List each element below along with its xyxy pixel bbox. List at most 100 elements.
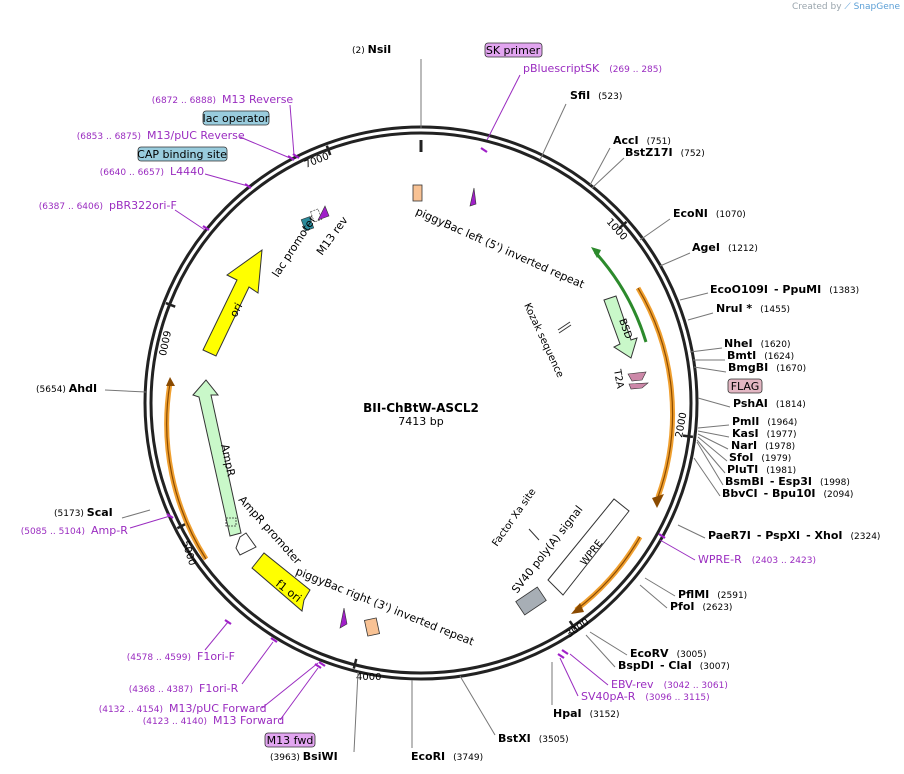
cut-site-label[interactable]: PshAI(1814): [733, 397, 806, 410]
ampr-promoter-arrow[interactable]: [235, 532, 257, 556]
brand-name: SnapGene: [853, 2, 900, 12]
cut-site-label[interactable]: AccI(751): [613, 134, 671, 147]
primer-label[interactable]: M13 Reverse: [222, 93, 293, 106]
primer-label[interactable]: pBluescriptSK(269 .. 285): [523, 62, 662, 75]
f1-ori-arrow[interactable]: [251, 552, 311, 612]
primer-label[interactable]: WPRE-R(2403 .. 2423): [698, 553, 816, 566]
tick-mark: [352, 658, 358, 669]
flag-tag[interactable]: [727, 378, 763, 394]
cut-site-label[interactable]: SfoI(1979): [729, 451, 791, 464]
primer-label[interactable]: M13/pUC Forward: [169, 702, 267, 715]
primer-mark: [561, 649, 569, 655]
tick-label: 1000: [604, 217, 629, 243]
lac-operator-tag[interactable]: [202, 110, 270, 126]
ampr-arrow[interactable]: [192, 379, 242, 537]
orange-arc-right-line: [637, 287, 674, 498]
orange-arc-right-head: [652, 494, 664, 508]
t2a-mark2: [628, 382, 649, 390]
primer-range: (4123 .. 4140): [143, 717, 207, 727]
cut-site-label[interactable]: HpaI(3152): [553, 707, 620, 720]
cut-site-line: [687, 312, 714, 321]
cut-site-label[interactable]: BspDI- ClaI(3007): [618, 659, 730, 672]
primer-range: (6387 .. 6406): [39, 202, 103, 212]
cut-site-label[interactable]: (5654) AhdI: [36, 382, 97, 395]
tick-label: 4000: [356, 672, 381, 683]
cut-site-label[interactable]: NruI *(1455): [716, 302, 790, 315]
cut-site-label[interactable]: EcoRI(3749): [411, 750, 483, 763]
cut-site-label[interactable]: BmtI(1624): [727, 349, 794, 362]
lac-promoter-box: [300, 216, 315, 232]
cut-site-label[interactable]: (5173) ScaI: [54, 506, 113, 519]
cut-site-label[interactable]: PaeR7I- PspXI- XhoI(2324): [708, 529, 880, 542]
m13-fwd-text: M13 fwd: [267, 734, 314, 747]
cut-site-line: [679, 292, 709, 301]
factor-xa-mark: [528, 528, 540, 541]
boxed-labels: SK primer lac operator CAP binding site …: [137, 42, 763, 748]
primer-label[interactable]: L4440: [170, 165, 204, 178]
primer-label[interactable]: Amp-R: [91, 524, 128, 537]
cut-site-line: [639, 584, 668, 609]
ampr-promoter-label: AmpR promoter: [236, 493, 304, 567]
cut-site-label[interactable]: (3963) BsiWI: [270, 750, 338, 763]
cut-site-label[interactable]: PflMI(2591): [678, 588, 747, 601]
primer-line: [204, 173, 249, 187]
piggybac-left-mark: [469, 187, 477, 207]
piggybac-left-label: piggyBac left (5') inverted repeat: [414, 205, 587, 292]
primer-label[interactable]: M13 Forward: [213, 714, 284, 727]
orange-arc-low-line: [575, 536, 641, 611]
cut-site-label[interactable]: KasI(1977): [732, 427, 797, 440]
primer-label[interactable]: F1ori-R: [199, 682, 239, 695]
primer-label[interactable]: M13/pUC Reverse: [147, 129, 245, 142]
primer-mark: [318, 661, 326, 667]
cut-site-label[interactable]: NheI(1620): [724, 337, 791, 350]
ori-arrow[interactable]: [202, 248, 263, 357]
cut-site-line: [696, 439, 726, 474]
piggybac-right-label: piggyBac right (3') inverted repeat: [294, 565, 477, 649]
primer-label[interactable]: pBR322ori-F: [109, 199, 177, 212]
cut-site-label[interactable]: (2) NsiI: [352, 43, 391, 56]
sk-primer-box[interactable]: [484, 42, 543, 58]
tick-mark: [618, 220, 628, 230]
tick-mark: [325, 145, 332, 156]
orange-arc-left: [164, 382, 209, 561]
primer-mark: [166, 513, 174, 519]
cut-site-label[interactable]: EcoNI(1070): [673, 207, 746, 220]
cut-site-label[interactable]: PluTI(1981): [727, 463, 796, 476]
cap-binding-tag[interactable]: [137, 146, 228, 162]
wpre-arrow[interactable]: [547, 498, 630, 596]
cut-site-label[interactable]: SfiI(523): [570, 89, 622, 102]
brand: Created by ⟋ SnapGene: [792, 2, 900, 12]
primer-label[interactable]: SV40pA-R(3096 .. 3115): [581, 690, 710, 703]
primer-line: [241, 641, 274, 685]
cut-site-label[interactable]: NarI(1978): [731, 439, 795, 452]
bsd-arc-head: [591, 247, 601, 258]
primer-mark: [202, 225, 210, 231]
site-labels: (2) NsiI SfiI(523) AccI(751)BstZ17I(752) Ec…: [21, 43, 881, 763]
primer-label[interactable]: EBV-rev(3042 .. 3061): [611, 678, 728, 691]
primer-line: [569, 653, 609, 686]
ori-label: ori: [227, 301, 245, 320]
primer-mark: [292, 153, 300, 159]
cut-site-label[interactable]: BstXI(3505): [498, 732, 569, 745]
cut-site-line: [693, 457, 721, 497]
primer-label[interactable]: F1ori-F: [197, 650, 235, 663]
cut-site-label[interactable]: EcoO109I- PpuMI(1383): [710, 283, 859, 296]
m13-fwd-tag[interactable]: [264, 732, 316, 748]
cut-site-label[interactable]: BbvCI- Bpu10I(2094): [722, 487, 853, 500]
cut-site-label[interactable]: BsmBI- Esp3I(1998): [725, 475, 850, 488]
piggybac-right-term: [363, 617, 381, 637]
cut-site-label[interactable]: BmgBI(1670): [728, 361, 806, 374]
cut-site-line: [689, 347, 723, 353]
m13-rev-mark: [317, 205, 330, 221]
cut-site-line: [459, 675, 496, 736]
primer-range: (5085 .. 5104): [21, 527, 85, 537]
cut-site-label[interactable]: PmlI(1964): [732, 415, 797, 428]
cut-site-label[interactable]: BstZ17I(752): [625, 146, 705, 159]
cut-site-label[interactable]: AgeI(1212): [692, 241, 758, 254]
primer-mark: [314, 663, 322, 669]
bsd-arrow[interactable]: [603, 295, 638, 359]
cut-site-label[interactable]: PfoI(2623): [670, 600, 732, 613]
cut-site-label[interactable]: EcoRV(3005): [630, 647, 707, 660]
lac-promoter-label: lac promoter: [270, 213, 319, 280]
tick-mark: [682, 434, 694, 439]
